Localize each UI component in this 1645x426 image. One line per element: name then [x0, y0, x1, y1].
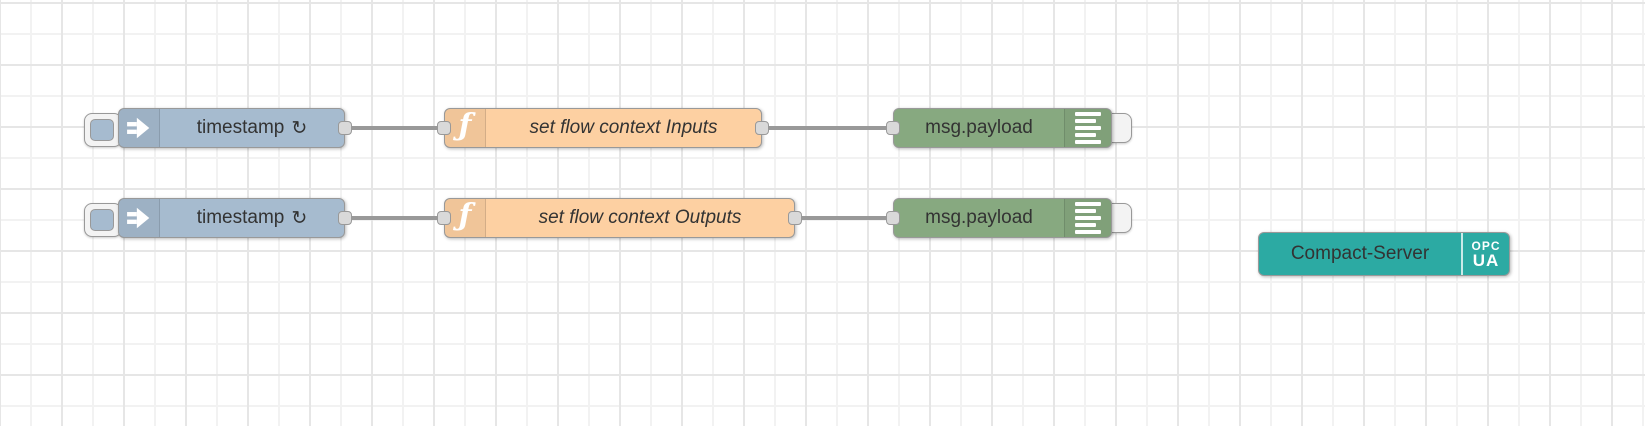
- wire-inject2-function2[interactable]: [345, 216, 444, 220]
- wire-function2-debug2[interactable]: [795, 216, 893, 220]
- node-label: timestamp ↻: [160, 109, 344, 147]
- input-port[interactable]: [886, 211, 900, 225]
- inject-button-pad[interactable]: [90, 209, 114, 231]
- function-f-icon: ƒ: [445, 109, 486, 147]
- node-label: timestamp ↻: [160, 199, 344, 237]
- input-port[interactable]: [886, 121, 900, 135]
- node-label: Compact-Server: [1259, 233, 1461, 275]
- node-label: set flow context Inputs: [486, 109, 761, 147]
- output-port[interactable]: [338, 121, 352, 135]
- output-port[interactable]: [755, 121, 769, 135]
- function-label-text: set flow context Inputs: [529, 117, 718, 138]
- repeat-indicator-icon: ↻: [291, 207, 308, 229]
- opcua-badge-icon: OPC UA: [1461, 233, 1509, 275]
- input-port[interactable]: [437, 211, 451, 225]
- node-label: msg.payload: [894, 199, 1064, 237]
- input-port[interactable]: [437, 121, 451, 135]
- server-label-text: Compact-Server: [1290, 243, 1430, 264]
- wire-function1-debug1[interactable]: [762, 126, 893, 130]
- debug-label-text: msg.payload: [925, 207, 1033, 228]
- debug-node-msg-payload-1[interactable]: msg.payload: [893, 108, 1112, 148]
- node-label: set flow context Outputs: [486, 199, 794, 237]
- inject-node-timestamp-1[interactable]: timestamp ↻: [118, 108, 345, 148]
- repeat-indicator-icon: ↻: [291, 117, 308, 139]
- function-node-set-flow-context-inputs[interactable]: ƒ set flow context Inputs: [444, 108, 762, 148]
- function-node-set-flow-context-outputs[interactable]: ƒ set flow context Outputs: [444, 198, 795, 238]
- debug-label-text: msg.payload: [925, 117, 1033, 138]
- inject-button-pad[interactable]: [90, 119, 114, 141]
- debug-list-icon: [1064, 109, 1111, 147]
- node-label: msg.payload: [894, 109, 1064, 147]
- opcua-compact-server-node[interactable]: Compact-Server OPC UA: [1258, 232, 1510, 276]
- wire-inject1-function1[interactable]: [345, 126, 444, 130]
- inject-arrow-icon: [119, 109, 160, 147]
- function-f-icon: ƒ: [445, 199, 486, 237]
- inject-button[interactable]: [84, 113, 122, 147]
- inject-node-timestamp-2[interactable]: timestamp ↻: [118, 198, 345, 238]
- debug-list-icon: [1064, 199, 1111, 237]
- opcua-badge-line2: UA: [1472, 250, 1500, 270]
- inject-button[interactable]: [84, 203, 122, 237]
- inject-arrow-icon: [119, 199, 160, 237]
- opcua-badge-line1: OPC: [1471, 238, 1501, 253]
- debug-node-msg-payload-2[interactable]: msg.payload: [893, 198, 1112, 238]
- output-port[interactable]: [338, 211, 352, 225]
- output-port[interactable]: [788, 211, 802, 225]
- inject-label-text: timestamp: [196, 207, 285, 228]
- inject-label-text: timestamp: [196, 117, 285, 138]
- function-label-text: set flow context Outputs: [538, 207, 742, 228]
